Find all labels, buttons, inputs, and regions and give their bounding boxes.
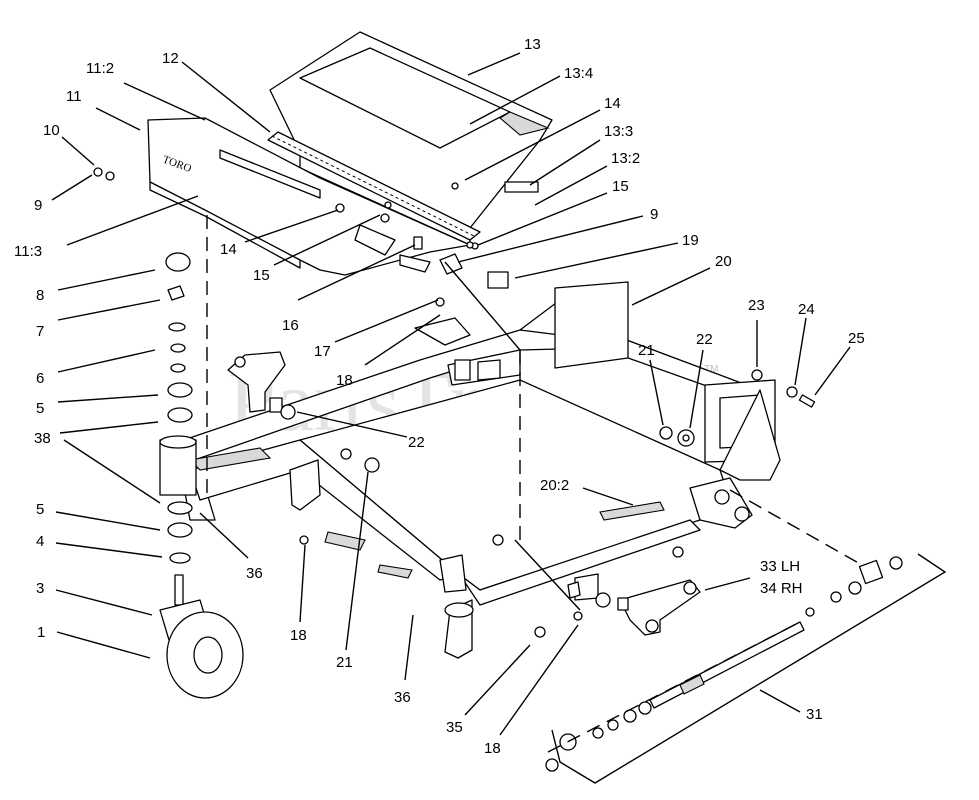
tie-rod-31 (545, 556, 903, 772)
washers-clips (299, 426, 695, 638)
callout-14: 14 (604, 95, 621, 112)
callout-4: 4 (36, 533, 44, 550)
hardware-small (93, 167, 509, 307)
callout-20: 20 (715, 253, 732, 270)
tie-rod-bracket (551, 553, 947, 784)
callout-9b: 9 (650, 206, 658, 223)
callout-36a: 36 (246, 565, 263, 582)
callout-13-4: 13:4 (564, 65, 593, 82)
callout-23: 23 (748, 297, 765, 314)
callout-12: 12 (162, 50, 179, 67)
callout-15: 15 (612, 178, 629, 195)
front-plate-11: TORO (147, 117, 471, 276)
callout-22b: 22 (408, 434, 425, 451)
hardware-23-24-25 (751, 369, 816, 408)
callout-6: 6 (36, 370, 44, 387)
callout-38: 38 (34, 430, 51, 447)
callout-18b: 18 (290, 627, 307, 644)
callout-14b: 14 (220, 241, 237, 258)
hinge-12 (267, 131, 481, 241)
callout-10: 10 (43, 122, 60, 139)
callout-1: 1 (37, 624, 45, 641)
callout-31: 31 (806, 706, 823, 723)
callout-13-3: 13:3 (604, 123, 633, 140)
callout-5b: 5 (36, 501, 44, 518)
leader-lines (51, 52, 851, 736)
callout-11: 11 (66, 88, 82, 105)
callout-9: 9 (34, 197, 42, 214)
callout-13: 13 (524, 36, 541, 53)
callout-16: 16 (282, 317, 299, 334)
main-frame-20 (159, 281, 781, 659)
callout-3: 3 (36, 580, 44, 597)
callout-17: 17 (314, 343, 331, 360)
watermark-tm: TM (704, 364, 718, 375)
callout-18c: 18 (484, 740, 501, 757)
callout-15b: 15 (253, 267, 270, 284)
callout-labels: 13 13:4 12 11:2 11 10 9 14 13:3 13:2 15 … (14, 36, 865, 757)
callout-25: 25 (848, 330, 865, 347)
callout-11-2: 11:2 (86, 60, 114, 77)
callout-7: 7 (36, 323, 44, 340)
callout-36b: 36 (394, 689, 411, 706)
idler-arm-33-34 (617, 579, 701, 636)
alignment-lines (206, 215, 863, 753)
callout-13-2: 13:2 (611, 150, 640, 167)
callout-35: 35 (446, 719, 463, 736)
callout-11-3: 11:3 (14, 243, 42, 260)
pivot-arms (227, 317, 599, 601)
callout-18a: 18 (336, 372, 353, 389)
callout-20-2: 20:2 (540, 477, 569, 494)
callout-21a: 21 (638, 342, 655, 359)
callout-5: 5 (36, 400, 44, 417)
caster-assembly (159, 252, 244, 699)
callout-22a: 22 (696, 331, 713, 348)
callout-24: 24 (798, 301, 815, 318)
callout-8: 8 (36, 287, 44, 304)
callout-21b: 21 (336, 654, 353, 671)
callout-19: 19 (682, 232, 699, 249)
callout-33-lh: 33 LH (760, 558, 800, 575)
callout-34-rh: 34 RH (760, 580, 803, 597)
